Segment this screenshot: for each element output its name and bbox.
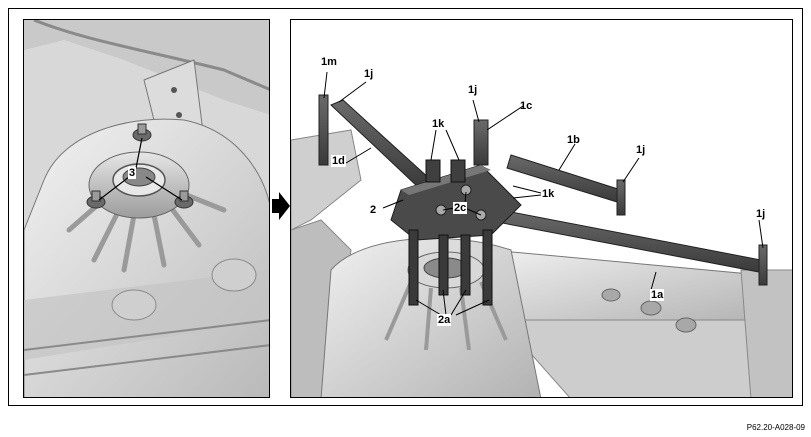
callout-1j-center: 1j [468, 84, 478, 96]
callout-2c: 2c [453, 202, 468, 214]
callout-1j-far-right: 1j [756, 208, 766, 220]
callout-1d: 1d [331, 155, 346, 167]
callout-1c: 1c [520, 100, 533, 112]
spring-tower-illustration [24, 20, 269, 397]
detail-view-spring-tower: 3 [23, 19, 270, 398]
arrow-right-icon [272, 192, 290, 220]
overview-tool-installed: 1m 1j 1j 1c 1k 1b 1j 1d 1k 2 2c 1j 1a 2a [290, 19, 793, 398]
callout-1k-top: 1k [432, 118, 445, 130]
callout-1j-left: 1j [364, 68, 374, 80]
callout-1j-right: 1j [636, 144, 646, 156]
callout-1m: 1m [321, 56, 337, 68]
figure-reference: P62.20-A028-09 [746, 423, 805, 432]
callout-1k-right: 1k [541, 188, 556, 200]
callout-3: 3 [128, 167, 137, 179]
callout-2a: 2a [437, 314, 452, 326]
callout-1a: 1a [650, 289, 665, 301]
callout-2: 2 [369, 204, 378, 216]
callout-1b: 1b [567, 134, 580, 146]
